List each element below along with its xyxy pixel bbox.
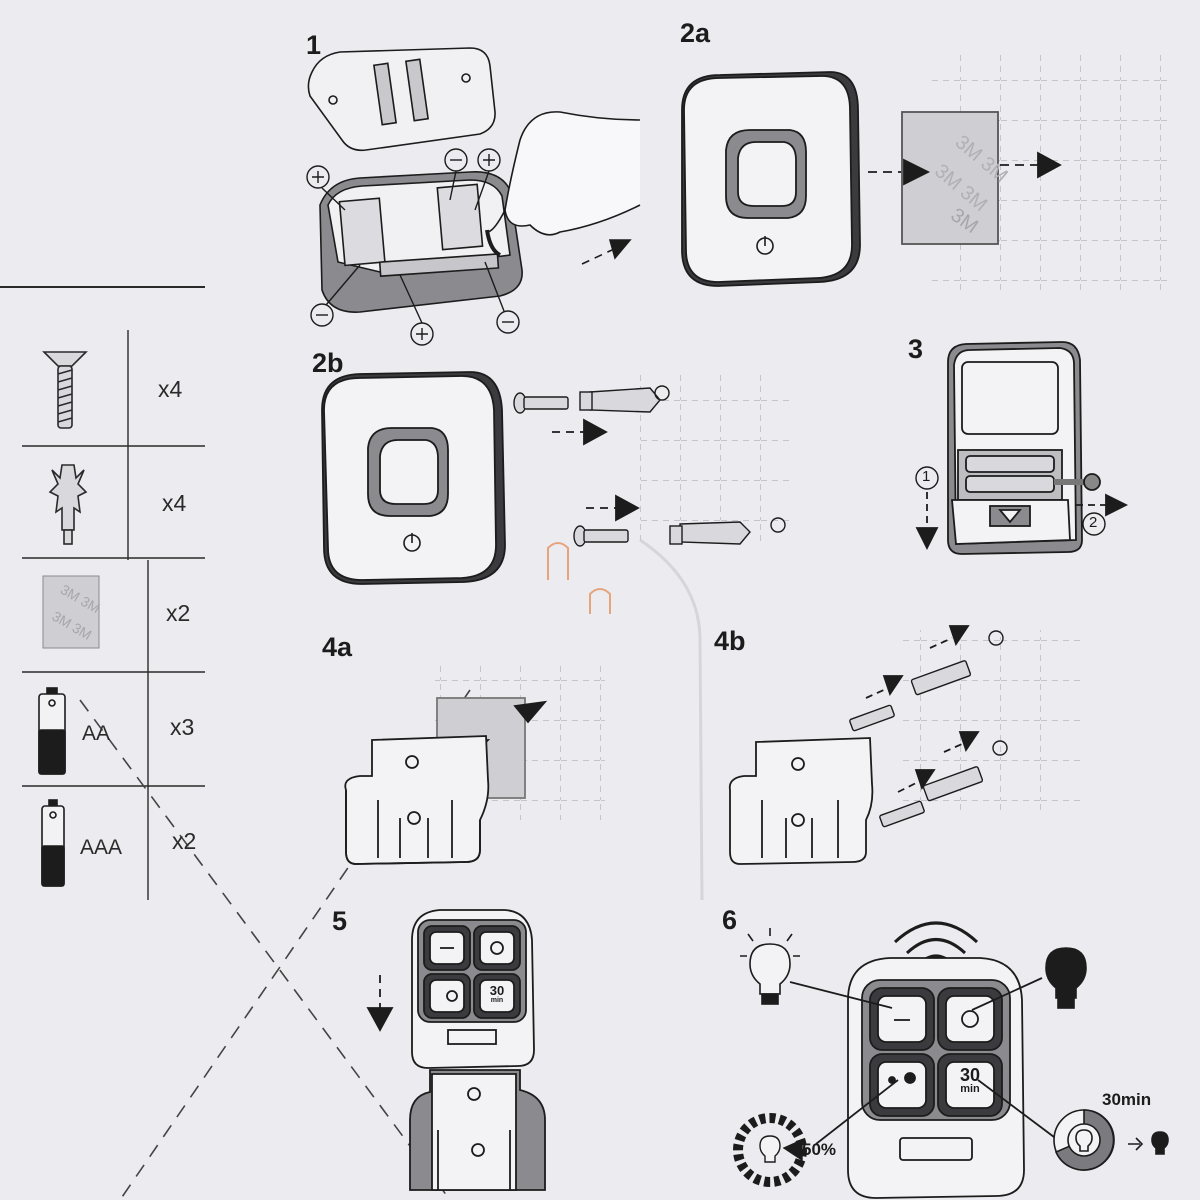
- step-6-number: 6: [722, 905, 738, 935]
- screw-quantity: x4: [158, 376, 183, 402]
- light-off-bulb-icon: [1045, 947, 1087, 1009]
- dimmer-dial-icon: [733, 1113, 807, 1187]
- aaa-battery-icon: [41, 799, 65, 887]
- step-4a-number: 4a: [322, 632, 353, 662]
- step-4b-number: 4b: [714, 626, 746, 656]
- step1-illustration: [307, 47, 641, 313]
- remote-timer-button-label: 30 min: [480, 984, 514, 1004]
- sequence-second-label: 2: [1089, 514, 1098, 531]
- adhesive-pad-icon: 3M 3M 3M 3M: [42, 575, 103, 649]
- wall-plug-icon: [48, 464, 88, 545]
- aaa-battery-label: AAA: [80, 836, 123, 859]
- step4b-illustration: [728, 625, 1080, 865]
- polarity-markers: [306, 148, 520, 346]
- step2b-illustration: [321, 371, 790, 585]
- dimming-label: 50%: [802, 1140, 837, 1159]
- step-5-number: 5: [332, 906, 348, 936]
- sequence-first-label: 1: [922, 468, 931, 485]
- step4a-illustration: [344, 665, 605, 865]
- timer-label: 30min: [1102, 1090, 1152, 1109]
- aa-battery-icon: [38, 687, 66, 775]
- light-on-bulb-icon: [740, 928, 800, 1005]
- adhesive-pad-quantity: x2: [166, 600, 191, 626]
- aa-battery-quantity: x3: [170, 714, 195, 740]
- step6-timer-value: 30: [959, 1065, 981, 1085]
- screw-icon: [42, 351, 88, 429]
- step-3-number: 3: [908, 334, 924, 364]
- step6-illustration: [789, 921, 1059, 1199]
- step2a-illustration: 3M 3M 3M 3M: [681, 55, 1170, 295]
- orange-markings: [547, 542, 611, 614]
- page-curve: [639, 538, 704, 901]
- aa-battery-label: AA: [82, 722, 111, 745]
- step5-illustration: [366, 909, 546, 1191]
- step6-timer-button-label: 30 min: [946, 1066, 994, 1095]
- step-2b-number: 2b: [312, 348, 344, 378]
- parts-list-panel: [0, 286, 205, 900]
- timer-value: 30: [489, 983, 505, 998]
- step-2a-number: 2a: [680, 18, 711, 48]
- wall-plug-quantity: x4: [162, 490, 187, 516]
- timer-dial-icon: [1053, 1109, 1169, 1171]
- timer-unit: min: [490, 997, 504, 1004]
- step3-illustration: [915, 341, 1129, 555]
- aaa-battery-quantity: x2: [172, 828, 197, 854]
- step-1-number: 1: [306, 30, 322, 60]
- step6-timer-unit: min: [960, 1083, 980, 1095]
